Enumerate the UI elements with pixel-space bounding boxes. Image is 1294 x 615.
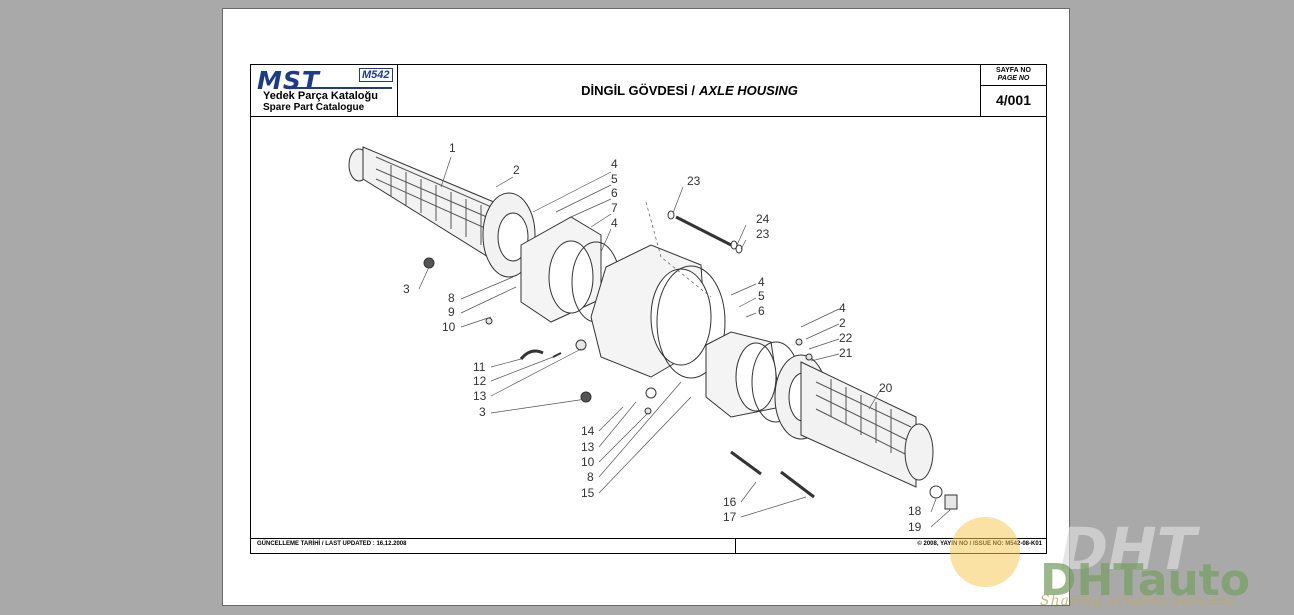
catalogue-title-en: Spare Part Catalogue [263,102,365,113]
footer-strip: GÜNCELLEME TARİHİ / LAST UPDATED : 16.12… [251,538,1046,553]
callout-9: 9 [448,305,455,319]
center-housing [520,216,801,423]
mst-logo: MST [257,66,320,95]
callout-18: 18 [908,504,922,518]
watermark-brand: DHT [1060,515,1197,583]
callout-16: 16 [723,495,737,509]
catalogue-page: MST M542 Yedek Parça Kataloğu Spare Part… [222,8,1070,606]
callout-20: 20 [879,381,893,395]
watermark-logo-circle [950,517,1020,587]
callout-23: 23 [687,174,701,188]
page-label-tr: SAYFA NO [996,67,1031,74]
callout-21: 21 [839,346,853,360]
callout-12: 12 [473,374,487,388]
callout-10: 10 [442,320,456,334]
bolts-and-pins [423,210,815,499]
callout-7: 7 [611,201,618,215]
footer-divider [735,539,736,553]
callout-3: 3 [479,405,486,419]
page-title-tr: DİNGİL GÖVDESİ / [581,83,695,98]
page-cell-divider [981,85,1046,86]
watermark-brand-dht: DHT [1040,555,1138,606]
watermark: DHT DHTauto Sharing creates success [950,515,1290,615]
callout-6: 6 [611,186,618,200]
callout-6: 6 [758,304,765,318]
callout-1: 1 [449,141,456,155]
callout-24: 24 [756,212,770,226]
page-label-en: PAGE NO [997,75,1030,82]
callout-4: 4 [758,275,765,289]
axle-left-half [348,146,536,278]
watermark-slogan: Sharing creates success [1040,593,1235,609]
callout-17: 17 [723,510,737,524]
catalogue-title-tr: Yedek Parça Kataloğu [263,90,378,102]
page-title-en: AXLE HOUSING [698,83,798,98]
callout-4: 4 [839,301,846,315]
logo-underline [286,87,392,89]
last-updated: GÜNCELLEME TARİHİ / LAST UPDATED : 16.12… [257,541,407,547]
title-block: MST M542 Yedek Parça Kataloğu Spare Part… [251,65,1046,117]
callout-19: 19 [908,520,922,534]
callout-22: 22 [839,331,853,345]
callout-5: 5 [611,172,618,186]
callout-15: 15 [581,486,595,500]
callout-3: 3 [403,282,410,296]
callout-2: 2 [839,316,846,330]
callout-13: 13 [473,389,487,403]
callout-10: 10 [581,455,595,469]
callout-13: 13 [581,440,595,454]
model-badge: M542 [359,68,393,82]
watermark-brand-auto: DHTauto [1040,555,1250,606]
callout-11: 11 [473,360,486,374]
logo-cell: MST M542 Yedek Parça Kataloğu Spare Part… [251,65,398,116]
leader-lines [418,156,952,528]
callout-23: 23 [756,227,770,241]
callout-8: 8 [448,291,455,305]
page-title: DİNGİL GÖVDESİ / AXLE HOUSING [398,65,981,116]
callout-14: 14 [581,424,595,438]
callout-4: 4 [611,216,618,230]
exploded-view-drawing: 1 2 4 5 6 7 4 23 24 23 3 8 9 10 4 5 6 4 … [348,141,958,534]
callout-labels: 1 2 4 5 6 7 4 23 24 23 3 8 9 10 4 5 6 4 … [403,141,922,534]
callout-4: 4 [611,157,618,171]
callout-8: 8 [587,470,594,484]
callout-5: 5 [758,289,765,303]
axle-right-half [774,354,958,510]
drawing-frame: MST M542 Yedek Parça Kataloğu Spare Part… [250,64,1047,554]
callout-2: 2 [513,163,520,177]
page-number: 4/001 [995,92,1032,108]
page-number-cell: SAYFA NO PAGE NO 4/001 [980,65,1046,116]
watermark-auto-text: auto [1137,555,1250,606]
